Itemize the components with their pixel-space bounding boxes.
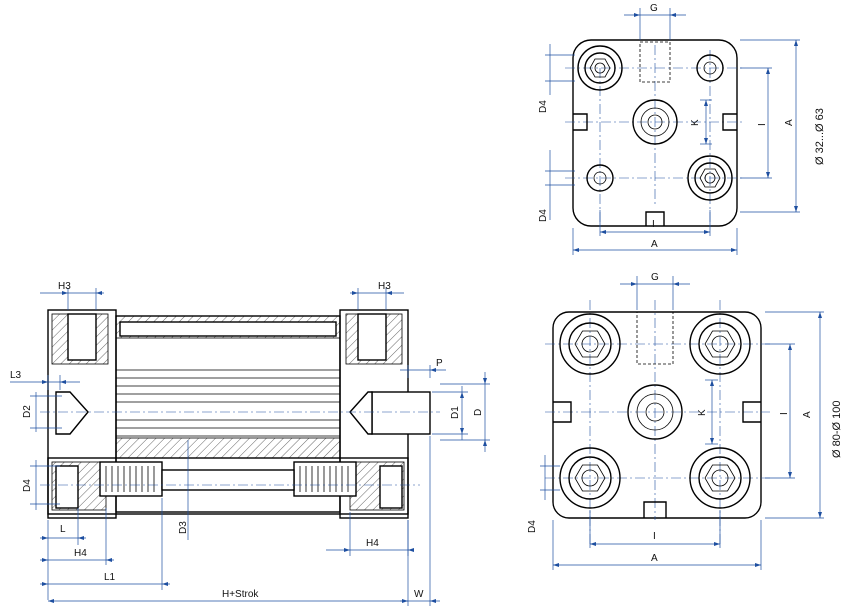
label-range-large: Ø 80-Ø 100 [831, 401, 843, 458]
end-view-large: G K I A Ø 80-Ø 100 D4 I A [527, 272, 843, 570]
label-d4-large: D4 [527, 520, 538, 533]
label-i-vertical-small: I [757, 123, 768, 126]
port-hidden-large [636, 311, 674, 365]
cushion-left [55, 391, 89, 435]
label-l3: L3 [10, 370, 22, 381]
screw-top-left [577, 45, 623, 91]
screw-top-right [696, 54, 724, 82]
bolt-head-right [379, 465, 403, 509]
label-h3-left: H3 [58, 281, 71, 292]
cylinder-section-view: H3 H3 L3 D2 D4 P D1 D D3 [10, 281, 490, 606]
bolt-head-left [55, 465, 79, 509]
slot-bottom [645, 211, 665, 226]
tie-rod-area [47, 457, 409, 515]
screw-br-large [689, 447, 751, 509]
tie-rod-thread-right [293, 461, 357, 497]
label-w: W [414, 589, 424, 600]
label-i-horizontal-large: I [653, 531, 656, 542]
label-d4-lower: D4 [538, 209, 549, 222]
slot-left [573, 113, 588, 131]
label-h4-left: H4 [74, 548, 87, 559]
end-plate-small [572, 39, 738, 227]
piston-rod-center [632, 99, 678, 145]
port-right [357, 313, 387, 361]
label-g: G [650, 3, 658, 14]
screw-bottom-right [687, 155, 733, 201]
port-left [67, 313, 97, 361]
label-d1: D1 [450, 406, 461, 419]
slot-left-large [553, 401, 572, 423]
slot-bottom-large [643, 501, 667, 518]
slot-right-large [742, 401, 761, 423]
label-l1: L1 [104, 572, 116, 583]
rod-tip [349, 391, 373, 435]
port-hidden [639, 41, 671, 83]
screw-tl-large [559, 313, 621, 375]
label-d: D [473, 409, 484, 416]
label-l: L [60, 524, 66, 535]
tie-rod-thread-left [99, 461, 163, 497]
label-h4-right: H4 [366, 538, 379, 549]
end-view-small: G D4 D4 K I A Ø 32...Ø 63 I A [538, 3, 826, 255]
label-h3-right: H3 [378, 281, 391, 292]
label-a-horizontal-small: A [651, 239, 658, 250]
label-a-horizontal-large: A [651, 553, 658, 564]
screw-bl-large [559, 447, 621, 509]
label-d4-section: D4 [22, 479, 33, 492]
piston-rod [371, 391, 431, 435]
label-a-vertical-small: A [784, 119, 795, 126]
label-i-vertical-large: I [779, 412, 790, 415]
label-d3: D3 [178, 521, 189, 534]
bore-ribs [116, 369, 340, 437]
label-a-vertical-large: A [802, 411, 813, 418]
label-h-stroke: H+Strok [222, 589, 259, 600]
label-k-large: K [697, 409, 708, 416]
slot-right [722, 113, 737, 131]
screw-bottom-left [586, 164, 614, 192]
screw-tr-large [689, 313, 751, 375]
piston-rod-center-large [627, 384, 683, 440]
label-p: P [436, 358, 443, 369]
tie-rod-shaft [161, 469, 295, 491]
label-d2: D2 [22, 405, 33, 418]
label-d4-top: D4 [538, 100, 549, 113]
label-i-horizontal-small: I [652, 219, 655, 230]
label-g-large: G [651, 272, 659, 283]
label-range-small: Ø 32...Ø 63 [814, 108, 826, 165]
label-k-small: K [690, 119, 701, 126]
